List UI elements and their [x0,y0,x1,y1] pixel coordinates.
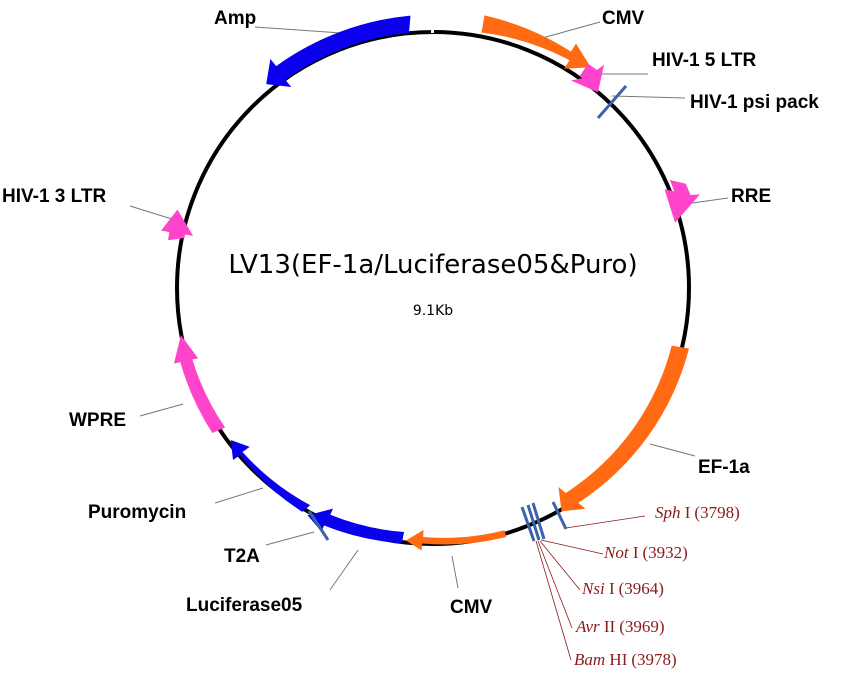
label-rre: RRE [731,186,771,207]
leader-hiv1-psi [611,95,686,99]
label-hiv1-3ltr: HIV-1 3 LTR [2,186,106,207]
site-leader-bam [535,540,572,661]
site-position: (3978) [631,650,676,669]
tick-hiv1-psi [596,85,628,119]
site-suffix: HI [605,650,628,669]
label-cmv-bottom: CMV [450,597,493,618]
site-enzyme: Nsi [581,579,605,598]
label-cmv-top: CMV [602,8,645,29]
hiv1-3ltr-arrow [161,209,194,241]
label-hiv1-5ltr: HIV-1 5 LTR [652,50,756,71]
site-label-sph: Sph I(3798) [655,503,740,522]
label-amp: Amp [214,8,256,29]
leader-cmv-top [534,21,601,41]
site-leader-not [540,539,604,555]
site-leader-nsi [539,540,581,591]
tick-avr [531,502,546,540]
puromycin-arrow [230,440,311,512]
amp-arrow [266,15,411,88]
site-ticks [307,85,628,542]
plasmid-size: 9.1Kb [413,303,453,319]
tick-t2a [307,510,330,541]
site-leader-sph [565,515,646,529]
leader-puromycin [214,487,264,504]
label-ef1a: EF-1a [698,457,750,478]
leader-ef1a [649,443,696,457]
cmv-top-arrow [481,15,591,69]
site-position: (3964) [619,579,664,598]
wpre-arrow [174,335,226,433]
site-enzyme: Not [603,543,630,562]
site-label-nsi: Nsi I(3964) [581,579,664,598]
leader-hiv1-3ltr [129,205,176,221]
site-label-avr: Avr II(3969) [575,617,665,636]
site-label-not: Not I(3932) [603,543,688,562]
site-leader-avr [537,540,573,629]
site-enzyme: Avr [575,617,600,636]
luciferase05-arrow [307,508,405,544]
tick-not [520,506,536,542]
site-leaders [535,515,646,661]
leader-luciferase05 [329,549,359,591]
leader-wpre [139,403,184,417]
label-luciferase05: Luciferase05 [186,595,303,616]
site-position: (3798) [694,503,739,522]
origin-marker [431,22,434,33]
site-enzyme: Bam [574,650,605,669]
tick-nsi [526,504,541,541]
site-position: (3969) [619,617,664,636]
site-position: (3932) [642,543,687,562]
label-t2a: T2A [224,546,260,567]
cmv-bottom-arrow [405,530,507,551]
site-suffix: I [681,503,691,522]
leader-cmv-bottom [451,555,459,589]
label-wpre: WPRE [69,410,126,431]
site-suffix: I [605,579,615,598]
leader-t2a [265,531,315,546]
label-puromycin: Puromycin [88,502,186,523]
rre-arrow [664,180,700,223]
site-label-bam: Bam HI(3978) [574,650,677,669]
label-hiv1-psi: HIV-1 psi pack [690,92,819,113]
tick-sph [551,501,568,530]
plasmid-name: LV13(EF-1a/Luciferase05&Puro) [228,250,637,280]
site-suffix: II [600,617,616,636]
site-suffix: I [629,543,639,562]
ef1a-arrow [558,345,689,512]
site-enzyme: Sph [655,503,681,522]
hiv1-5ltr-arrow [570,63,604,93]
